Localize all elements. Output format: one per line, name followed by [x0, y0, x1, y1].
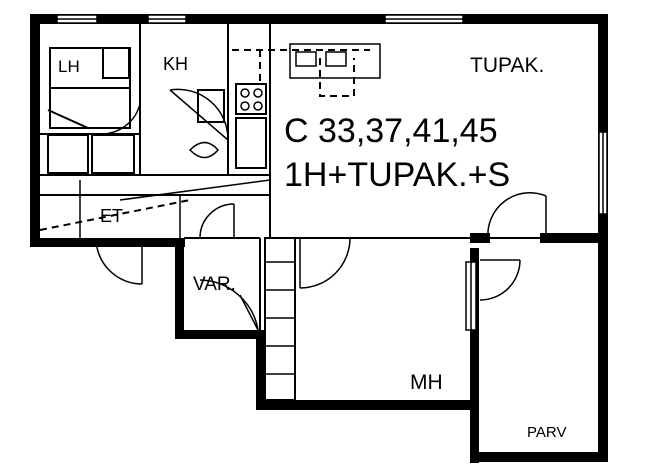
apartment-type: 1H+TUPAK.+S: [284, 156, 510, 194]
label-kh: KH: [163, 54, 188, 74]
windows: [56, 14, 608, 331]
room-labels: LH KH TUPAK. ET VAR. MH PARV C 33,37,41,…: [58, 54, 566, 441]
apartment-numbers: C 33,37,41,45: [284, 112, 498, 150]
label-et: ET: [100, 206, 123, 226]
label-parv: PARV: [527, 424, 566, 441]
label-var: VAR.: [193, 274, 236, 295]
interior-walls: [39, 24, 598, 401]
label-lh: LH: [58, 57, 80, 76]
label-tupak: TUPAK.: [470, 54, 544, 77]
label-mh: MH: [410, 371, 443, 394]
